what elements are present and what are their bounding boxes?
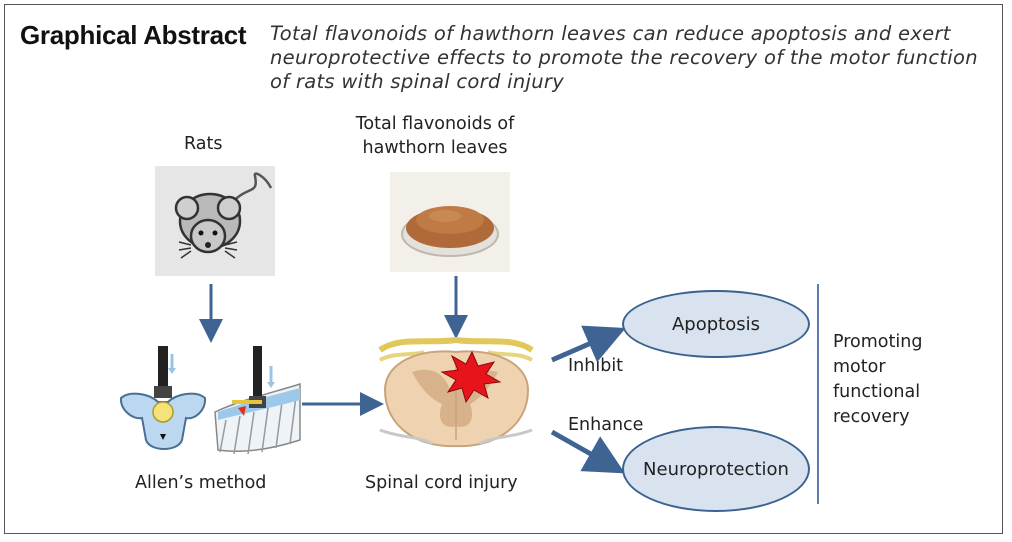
outcome-line: motor: [833, 357, 886, 377]
inhibit-label: Inhibit: [568, 356, 624, 376]
neuroprotection-label: Neuroprotection: [643, 458, 789, 480]
abstract-subtitle: Total flavonoids of hawthorn leaves can …: [270, 22, 978, 93]
apoptosis-node: Apoptosis: [622, 290, 810, 358]
sci-label: Spinal cord injury: [365, 473, 518, 493]
enhance-label: Enhance: [568, 415, 644, 435]
mouse-icon: [174, 172, 273, 259]
tfhl-label-line1: Total flavonoids of: [355, 114, 515, 134]
apoptosis-label: Apoptosis: [671, 313, 760, 335]
rats-label: Rats: [184, 134, 223, 154]
rat-image: [155, 166, 275, 276]
powder-dish-icon: [401, 206, 499, 257]
outcome-line: Promoting: [833, 332, 923, 352]
outcome-line: functional: [833, 382, 921, 402]
hawthorn-powder-image: [390, 172, 510, 272]
neuroprotection-node: Neuroprotection: [622, 426, 810, 512]
abstract-heading: Graphical Abstract: [20, 20, 247, 50]
tfhl-label-line2: hawthorn leaves: [362, 138, 508, 158]
allen-method-label: Allen’s method: [135, 473, 267, 493]
outcome-line: recovery: [833, 407, 910, 427]
outcome-text: Promoting motor functional recovery: [833, 330, 922, 430]
outcome-divider: [817, 284, 819, 504]
